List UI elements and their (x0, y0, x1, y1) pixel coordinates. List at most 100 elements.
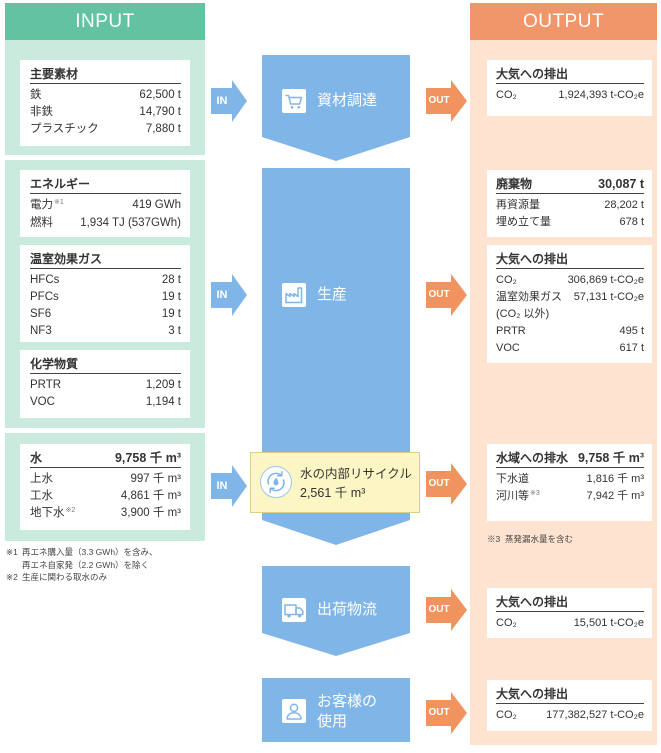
box-title-total: 9,758 千 m³ (577, 451, 644, 465)
water-recycle-icon (260, 466, 292, 498)
stage-logistics-block (262, 566, 410, 656)
in-arrow-procurement (211, 80, 247, 122)
list-item: 工水 4,861 千 m³ (30, 488, 181, 505)
box-title: 主要素材 (30, 66, 181, 84)
stage-customer-use-label-line: お客様の (317, 693, 378, 710)
item-value: 57,131 t-CO₂e (573, 291, 644, 303)
truck-icon (282, 598, 306, 622)
box-title-text: 主要素材 (30, 67, 79, 81)
stage-production-block (262, 168, 410, 545)
out-label: OUT (428, 604, 450, 615)
item-label: PRTR (30, 379, 62, 391)
item-value: 14,790 t (139, 106, 181, 118)
item-label: CO₂ (496, 617, 517, 629)
item-value: 7,942 千 m³ (586, 490, 644, 502)
box-title: 大気への排出 (496, 594, 644, 612)
list-item: 温室効果ガス 57,131 t-CO₂e (496, 289, 644, 306)
box-title-text: 水 (30, 451, 43, 465)
output-header: OUTPUT (470, 3, 657, 40)
list-item-sublabel: (CO₂ 以外) (496, 306, 644, 323)
item-value: 1,194 t (145, 396, 181, 408)
box-title-text: 水域への排水 (496, 451, 569, 465)
footnote-text: 再エネ購入量（3.3 GWh）を含み、 (22, 547, 158, 557)
item-label: 鉄 (30, 89, 42, 101)
water-recycle-title: 水の内部リサイクル (300, 467, 412, 481)
item-label: 工水 (30, 490, 53, 502)
stage-customer-use-label: お客様の 使用 (317, 692, 377, 732)
box-title-text: 大気への排出 (496, 67, 569, 81)
list-item: PRTR 1,209 t (30, 377, 181, 394)
item-label: 埋め立て量 (496, 216, 551, 228)
item-value: 1,924,393 t-CO₂e (558, 89, 644, 101)
box-title: 大気への排出 (496, 66, 644, 84)
box-title: 温室効果ガス (30, 251, 181, 269)
item-label: プラスチック (30, 123, 99, 135)
list-item: NF3 3 t (30, 323, 181, 340)
in-label: IN (216, 95, 228, 107)
in-arrow-production (211, 274, 247, 316)
in-arrow-water (211, 465, 247, 507)
input-header: INPUT (5, 3, 205, 40)
item-label: CO₂ (496, 709, 517, 721)
list-item: 埋め立て量 678 t (496, 214, 644, 231)
input-panel-divider (5, 428, 205, 433)
item-label: PRTR (496, 325, 526, 337)
footnote-mark: ※3 (487, 534, 501, 544)
in-label: IN (216, 289, 228, 301)
item-value: 1,934 TJ (537GWh) (80, 217, 181, 229)
box-title-text: 大気への排出 (496, 252, 569, 266)
cart-icon (282, 89, 306, 113)
box-title-total: 30,087 t (598, 177, 644, 191)
item-label: PFCs (30, 291, 59, 303)
out-arrow-procurement (426, 80, 467, 122)
item-value: 4,861 千 m³ (120, 490, 181, 502)
item-value: 997 千 m³ (130, 473, 182, 485)
item-value: 1,209 t (145, 379, 181, 391)
item-value: 495 t (619, 325, 644, 337)
item-label: 電力※1 (30, 197, 64, 215)
item-value: 3,900 千 m³ (120, 507, 181, 519)
footnote-text: 蒸発漏水量を含む (504, 534, 573, 544)
item-value: 306,869 t-CO₂e (567, 274, 644, 286)
item-value: 15,501 t-CO₂e (573, 617, 644, 629)
item-label: NF3 (30, 325, 52, 337)
item-label: 再資源量 (496, 199, 540, 211)
item-label: 河川等※3 (496, 488, 540, 506)
out-arrow-logistics (426, 589, 467, 631)
footnote: 再エネ自家発（2.2 GWh）を除く (6, 559, 158, 572)
stage-production-label: 生産 (317, 286, 348, 303)
footnote-indent (6, 559, 22, 572)
item-value: 28 t (161, 274, 181, 286)
item-value: 3 t (168, 325, 181, 337)
factory-icon (282, 283, 306, 307)
item-value: 678 t (619, 216, 644, 228)
list-item: CO₂ 15,501 t-CO₂e (496, 615, 644, 632)
item-sublabel: (CO₂ 以外) (496, 308, 550, 320)
box-title: 大気への排出 (496, 251, 644, 269)
item-label: 温室効果ガス (496, 291, 562, 303)
